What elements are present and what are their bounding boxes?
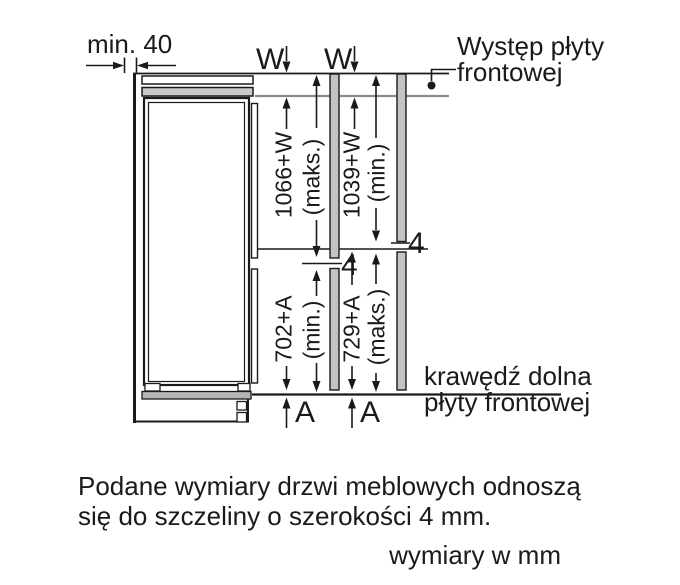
lower-door-dimension-arrows [282,251,380,392]
reference-lines [133,72,561,396]
callout-front-panel-bottom-edge: krawędź dolna płyty frontowej [424,363,592,415]
callout-bottom-line2: płyty frontowej [424,387,591,417]
bottom-dim-label-right: A [360,396,381,429]
overhang-label-right: W [324,43,353,76]
dim-upper-left-qualifier: (maks.) [298,138,325,216]
callout-top-line2: frontowej [457,57,563,87]
bottom-dim-label-left: A [295,396,316,429]
front-foot-upper [236,400,248,411]
overhang-label-left: W [256,43,285,76]
footnote-line2: się do szczeliny o szerokości 4 mm. [78,501,492,531]
dim-lower-right-qualifier: (maks.) [363,288,390,366]
dim-lower-left-qualifier: (min.) [298,300,325,360]
cabinet-base-outline [134,399,249,423]
plinth-bar [141,390,252,400]
bottom-edge-dimension-arrows [282,397,356,428]
cabinet-section [133,73,254,423]
callout-front-panel-overhang: Występ płyty frontowej [457,33,604,85]
front-foot-lower [236,411,248,423]
upper-door-dimension-arrows [312,75,380,257]
gap-label-right: 4 [408,227,425,260]
dim-upper-right-value: 1039+W [338,131,365,219]
callout-top-line1: Występ płyty [457,31,605,61]
rear-foot-block [144,382,161,392]
gap-label-left: 4 [341,249,358,282]
dim-upper-left-value: 1066+W [270,131,297,219]
min-clearance-label: min. 40 [87,29,173,59]
units-note: wymiary w mm [389,540,561,570]
footnote: Podane wymiary drzwi meblowych odnoszą s… [78,471,581,531]
dim-lower-left-value: 702+A [270,295,297,363]
appliance-door-upper [250,102,259,259]
front-panel-right [396,73,407,391]
dim-lower-right-value: 729+A [338,295,365,363]
overhang-dimension-arrows [282,46,359,129]
appliance-body [142,96,259,392]
niche-top-strip-upper [141,75,254,85]
min-clearance-marker [86,57,176,73]
niche-top-strip-lower [141,86,254,97]
footnote-line1: Podane wymiary drzwi meblowych odnoszą [78,471,581,501]
appliance-door-lower [250,268,259,384]
leader-dot [427,81,436,90]
hinge-block [237,382,251,392]
callout-bottom-line1: krawędź dolna [424,361,592,391]
door-gap-guide-lines [255,242,428,265]
dim-upper-right-qualifier: (min.) [363,143,390,203]
callout-leader [427,68,456,90]
